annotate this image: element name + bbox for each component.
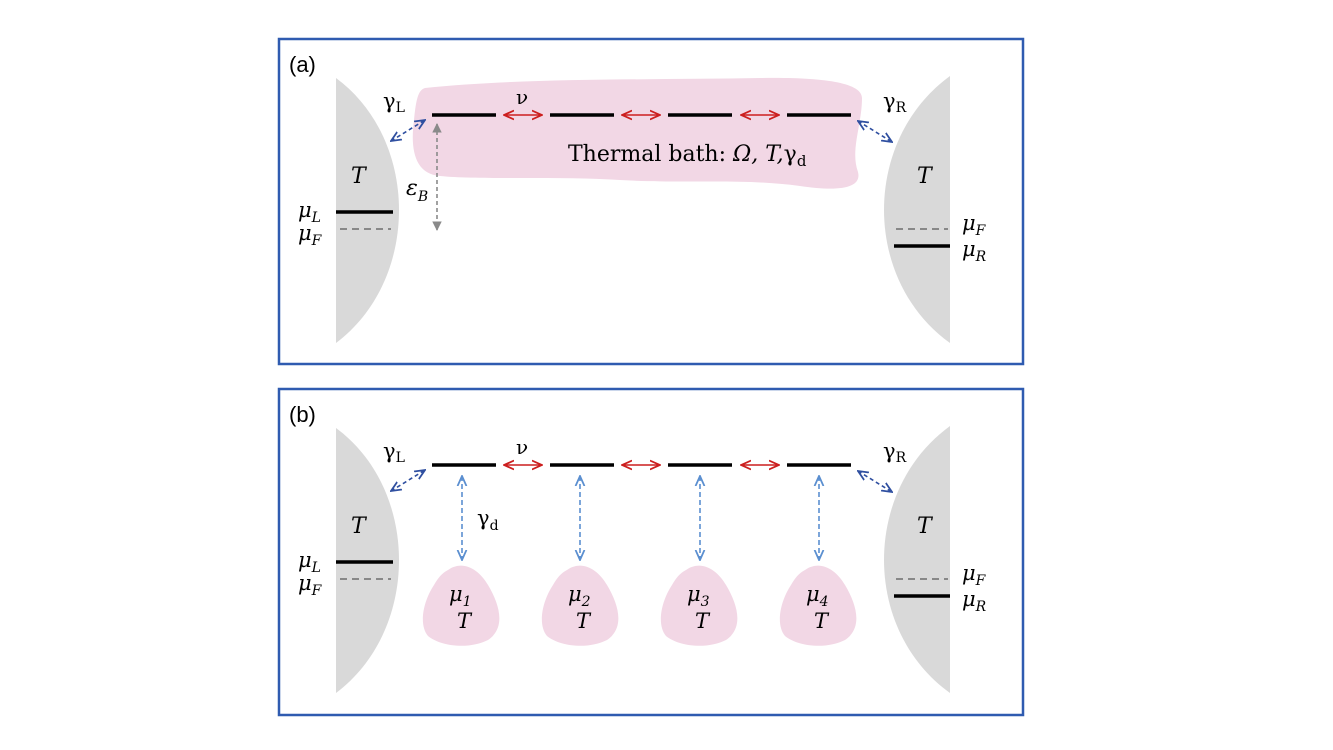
probe-mu-label: μ1 [449, 582, 472, 610]
probe-2: μ2 T [541, 565, 619, 646]
probe-temperature: T [457, 609, 473, 633]
thermal-bath-label: Thermal bath: Ω, T,γd [568, 142, 807, 170]
probe-temperature: T [814, 609, 830, 633]
gamma-d-label: γd [477, 506, 499, 534]
left-lead-temperature: T [351, 514, 368, 539]
right-lead [884, 76, 950, 343]
gamma-L-label: γL [383, 439, 405, 466]
mu-F-right-label: μF [962, 561, 987, 589]
probe-3: μ3 T [660, 565, 738, 646]
gamma-L-label: γL [383, 89, 405, 116]
panel-a-label: (a) [289, 52, 316, 77]
panel-b-label: (b) [289, 402, 316, 427]
mu-R-label: μR [962, 237, 987, 265]
panel-a: (a) ν γL γR Thermal bath: Ω, T,γd εB T [277, 37, 1025, 366]
probe-temperature: T [576, 609, 592, 633]
probe-4: μ4 T [779, 565, 857, 646]
epsilon-B-label: εB [406, 176, 428, 205]
right-lead-temperature: T [917, 514, 934, 539]
thermal-bath [412, 77, 862, 189]
panel-b: (b) ν γL γR γd μ1 T μ2 T [277, 387, 1025, 717]
hopping-label: ν [516, 435, 528, 459]
probe-1: μ1 T [422, 565, 500, 646]
mu-L-label: μL [298, 548, 321, 576]
probe-blob [422, 565, 500, 646]
mu-F-left-label: μF [298, 571, 323, 599]
gamma-R-label: γR [883, 439, 907, 466]
probe-mu-label: μ2 [568, 582, 591, 610]
probe-mu-label: μ3 [687, 582, 710, 610]
mu-F-left-label: μF [298, 221, 323, 249]
probe-mu-label: μ4 [806, 582, 829, 610]
probe-temperature: T [695, 609, 711, 633]
left-lead-temperature: T [351, 164, 368, 189]
mu-R-label: μR [962, 587, 987, 615]
gamma-R-label: γR [883, 89, 907, 116]
probe-blob [779, 565, 857, 646]
right-lead [884, 426, 950, 693]
hopping-label: ν [516, 85, 528, 109]
mu-F-right-label: μF [962, 211, 987, 239]
probe-blob [541, 565, 619, 646]
probe-blob [660, 565, 738, 646]
mu-L-label: μL [298, 198, 321, 226]
right-lead-temperature: T [917, 164, 934, 189]
